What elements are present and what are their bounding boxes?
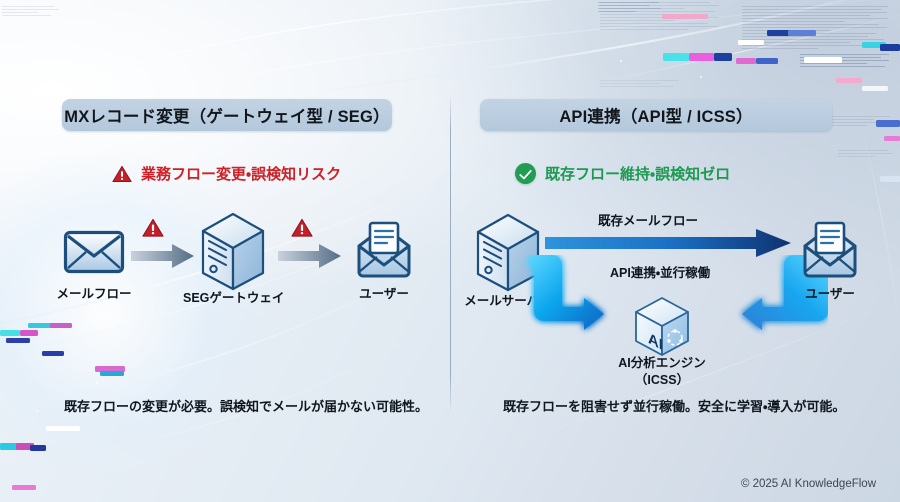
blue-arrow-icon: [545, 229, 792, 262]
server-icon: [475, 212, 541, 297]
gray-arrow-icon: [131, 243, 195, 274]
svg-text:AI: AI: [648, 329, 663, 354]
open-envelope-icon: [797, 219, 863, 286]
node-label-ai-engine: AI分析エンジン （ICSS）: [607, 355, 717, 389]
panel-caption-mx: 既存フローの変更が必要。誤検知でメールが届かない可能性。: [64, 399, 429, 414]
status-label: 業務フロー変更・誤検知リスク: [141, 166, 342, 183]
flow-label-api-link: API連携・並行稼働: [610, 266, 711, 280]
panel-title-mx: MXレコード変更（ゲートウェイ型 / SEG）: [62, 99, 392, 131]
panel-mx-record: MXレコード変更（ゲートウェイ型 / SEG） 業務フロー変更・誤検知リスク: [56, 99, 429, 414]
node-label-mail-flow: メールフロー: [56, 287, 132, 301]
gray-arrow-icon: [278, 243, 342, 274]
node-label-user: ユーザー: [805, 287, 855, 301]
ai-engine-label-line2: （ICSS）: [634, 372, 690, 387]
ai-engine-label-line1: AI分析エンジン: [618, 356, 706, 370]
flow-label-existing-mail: 既存メールフロー: [598, 214, 699, 228]
server-icon: [200, 211, 266, 296]
status-label: 既存フロー維持・誤検知ゼロ: [545, 166, 731, 183]
status-badge-risk: 業務フロー変更・誤検知リスク: [112, 163, 341, 184]
ai-cube-icon: AI: [632, 296, 692, 363]
panel-api-integration: API連携（API型 / ICSS） 既存フロー維持・誤検知ゼロ: [450, 0, 900, 502]
open-envelope-icon: [351, 219, 417, 286]
panel-title-api: API連携（API型 / ICSS）: [480, 99, 832, 131]
panel-divider: [450, 93, 451, 413]
closed-envelope-icon: [63, 227, 125, 282]
warning-triangle-icon: [291, 218, 313, 243]
warning-triangle-icon: [112, 165, 132, 183]
node-label-user: ユーザー: [359, 287, 409, 301]
footer-copyright: © 2025 AI KnowledgeFlow: [740, 478, 876, 490]
node-label-seg-gateway: SEGゲートウェイ: [183, 291, 285, 305]
panel-caption-api: 既存フローを阻害せず並行稼働。安全に学習・導入が可能。: [503, 399, 846, 414]
status-badge-ok: 既存フロー維持・誤検知ゼロ: [515, 163, 730, 184]
warning-triangle-icon: [142, 218, 164, 243]
check-circle-icon: [515, 163, 536, 184]
node-label-mail-server: メールサーバー: [464, 294, 552, 308]
